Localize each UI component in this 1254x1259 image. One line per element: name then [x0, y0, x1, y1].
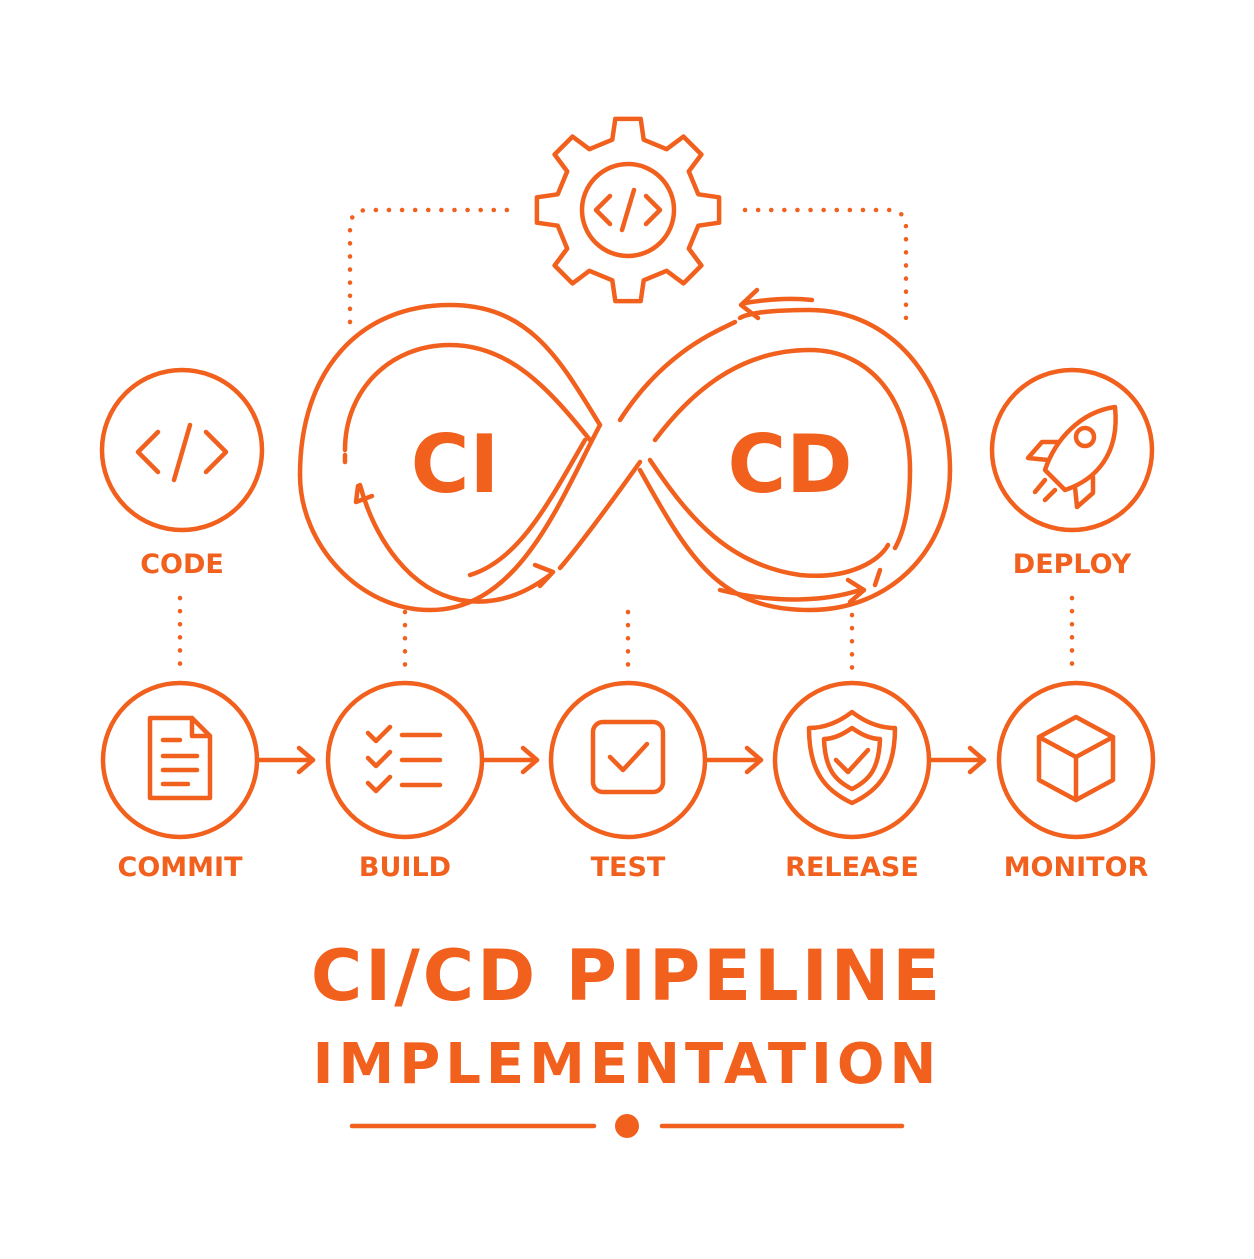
cube-icon	[1036, 714, 1116, 803]
cd-label: CD	[727, 418, 852, 511]
document-icon	[147, 715, 213, 801]
pipeline-stage-test: TEST	[548, 680, 708, 883]
pipeline-arrows	[254, 745, 987, 775]
title-line-2: IMPLEMENTATION	[313, 1032, 942, 1097]
release-label: RELEASE	[785, 852, 919, 883]
pipeline-stage-monitor: MONITOR	[996, 680, 1156, 883]
vertical-connectors	[177, 595, 1075, 671]
pipeline-stage-build: BUILD	[325, 680, 485, 883]
ci-label: CI	[411, 418, 499, 511]
deploy-label: DEPLOY	[1013, 549, 1132, 580]
pipeline: COMMIT BUILD TEST	[100, 680, 1156, 883]
build-label: BUILD	[359, 852, 451, 883]
checkbox-icon	[590, 719, 666, 795]
infinity-loop: CI CD	[297, 287, 953, 613]
test-label: TEST	[591, 852, 666, 883]
rocket-icon	[1025, 404, 1118, 510]
checklist-icon	[365, 724, 443, 794]
code-icon	[135, 422, 229, 483]
code-label: CODE	[140, 549, 224, 580]
pipeline-stage-commit: COMMIT	[100, 680, 260, 883]
shield-check-icon	[806, 709, 898, 806]
divider-dot	[615, 1114, 639, 1138]
gear-code-icon	[534, 116, 722, 304]
title-line-1: CI/CD PIPELINE	[311, 935, 943, 1017]
monitor-label: MONITOR	[1004, 852, 1149, 883]
pipeline-stage-release: RELEASE	[772, 680, 932, 883]
title-divider	[349, 1114, 905, 1138]
gear-connector-lines	[347, 207, 909, 333]
commit-label: COMMIT	[118, 852, 244, 883]
title-block: CI/CD PIPELINE IMPLEMENTATION	[311, 935, 943, 1138]
deploy-node: DEPLOY	[989, 367, 1155, 580]
code-node: CODE	[99, 367, 265, 580]
